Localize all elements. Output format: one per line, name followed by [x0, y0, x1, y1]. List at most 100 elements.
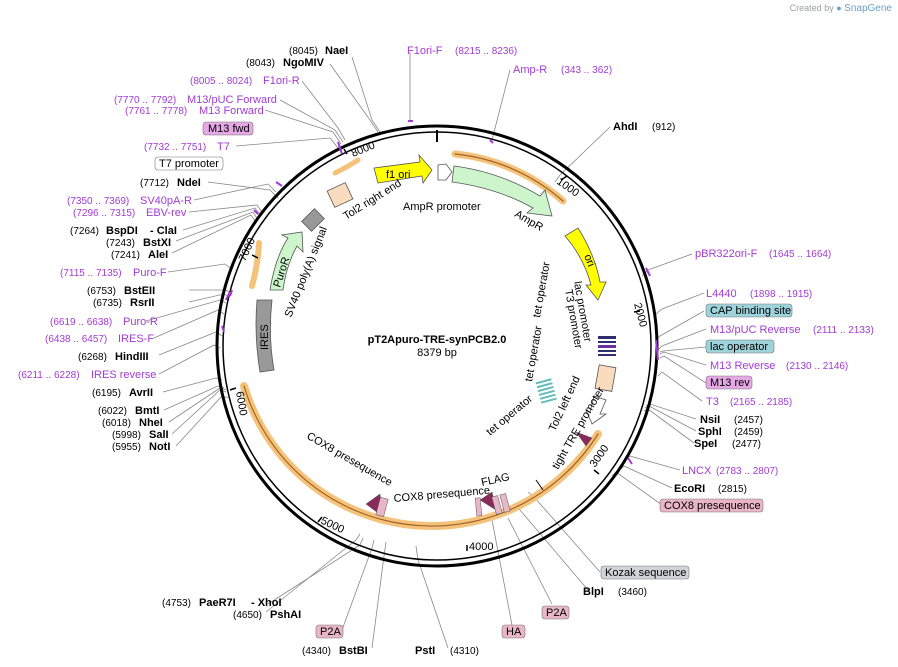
snapgene-credit: Created by ● SnapGene — [790, 3, 892, 14]
naei-pos: (8045) — [289, 46, 318, 57]
ndei-pos: (7712) — [140, 178, 169, 189]
spei-name: SpeI — [694, 438, 717, 450]
sv40pa-r-pos: (7350 .. 7369) — [67, 196, 129, 207]
cap-binding-label: CAP binding site — [710, 305, 791, 317]
flag-marker — [499, 493, 511, 513]
f1ori-f-pos: (8215 .. 8236) — [455, 46, 517, 57]
ha-box-label: HA — [506, 626, 522, 638]
snapgene-logo-icon: ● — [836, 3, 842, 13]
m13-fwd-box — [202, 121, 254, 136]
bmti-pos: (6022) — [98, 406, 127, 417]
naei-name: NaeI — [325, 45, 348, 57]
ndei-name: NdeI — [177, 177, 201, 189]
ha-box — [501, 624, 526, 639]
cap-binding-box — [705, 303, 793, 318]
t3-pos: (2165 .. 2185) — [730, 397, 792, 408]
pbr322ori-f-pos: (1645 .. 1664) — [769, 249, 831, 260]
t7-pos: (7732 .. 7751) — [144, 142, 206, 153]
clai-name: - ClaI — [150, 225, 177, 237]
kozak-sequence-label: Kozak sequence — [605, 567, 686, 579]
tick-2000: 2000 — [631, 302, 649, 329]
m13puc-fwd-name: M13/pUC Forward — [187, 94, 277, 106]
ires-f-pos: (6438 .. 6457) — [45, 334, 107, 345]
bspdi-pos: (7264) — [70, 226, 99, 237]
blpi-pos: (3460) — [618, 587, 647, 598]
bmti-name: BmtI — [135, 405, 159, 417]
ngomiv-pos: (8043) — [246, 58, 275, 69]
puror-arrow — [269, 231, 304, 291]
ires-reverse-pos: (6211 .. 6228) — [18, 370, 80, 381]
rsrii-pos: (6735) — [93, 298, 122, 309]
ori-arrow — [564, 227, 607, 301]
avrii-pos: (6195) — [92, 388, 121, 399]
rsrii-name: RsrII — [130, 297, 154, 309]
tet-operator-label-3: tet operator — [484, 393, 535, 439]
ebv-rev-pos: (7296 .. 7315) — [73, 208, 135, 219]
psti-name: PstI — [415, 645, 435, 657]
ebv-rev-name: EBV-rev — [146, 207, 187, 219]
paer7i-name: PaeR7I — [199, 597, 236, 609]
m13-rev-box-label: M13 rev — [710, 377, 750, 389]
noti-pos: (5955) — [112, 442, 141, 453]
plasmid-size: 8379 bp — [417, 347, 457, 359]
psti-pos: (4310) — [450, 646, 479, 657]
t7-name: T7 — [217, 141, 230, 153]
puro-r-pos: (6619 .. 6638) — [50, 317, 112, 328]
sali-name: SalI — [149, 429, 169, 441]
kozak-sequence-box — [600, 565, 690, 580]
avrii-name: AvrII — [129, 387, 153, 399]
f1ori-r-name: F1ori-R — [263, 75, 300, 87]
p2a-box-b — [315, 624, 344, 639]
amp-r-pos: (343 .. 362) — [561, 65, 612, 76]
m13puc-rev-name: M13/pUC Reverse — [710, 324, 800, 336]
tet-operator-label-2: tet operator — [523, 325, 545, 383]
puror-orf-arc — [249, 240, 262, 289]
xhoi-name: - XhoI — [251, 597, 282, 609]
nsii-pos: (2457) — [734, 415, 763, 426]
m13-fwd-pos: (7761 .. 7778) — [125, 106, 187, 117]
ecori-pos: (2815) — [718, 484, 747, 495]
sphi-name: SphI — [698, 426, 722, 438]
t7-promoter-box-label: T7 promoter — [159, 158, 219, 170]
tick-6000: 6000 — [233, 390, 249, 416]
m13-fwd-box-label: M13 fwd — [208, 123, 250, 135]
paer7i-pos: (4753) — [162, 598, 191, 609]
cox8-presequence-box — [659, 498, 764, 513]
tol2-right-box — [326, 182, 354, 208]
ires-f-name: IRES-F — [118, 333, 154, 345]
orf-arcs — [240, 150, 602, 531]
tick-4000: 4000 — [469, 541, 493, 553]
pshai-pos: (4650) — [233, 610, 262, 621]
lncx-pos: (2783 .. 2807) — [716, 466, 778, 477]
bspdi-name: BspDI — [106, 225, 138, 237]
ampr-arrow — [451, 165, 553, 217]
ampr-promoter-arrow — [437, 163, 453, 181]
p2a-box-a-label: P2A — [546, 607, 567, 619]
sv40pa-r-name: SV40pA-R — [140, 195, 192, 207]
m13puc-rev-pos: (2111 .. 2133) — [813, 325, 874, 336]
m13-rev-name: M13 Reverse — [710, 360, 775, 372]
m13puc-fwd-pos: (7770 .. 7792) — [114, 95, 176, 106]
ires-reverse-name: IRES reverse — [91, 369, 156, 381]
lac-operator-box — [705, 339, 775, 354]
bstbi-name: BstBI — [339, 645, 368, 657]
f1-ori-arrow — [373, 153, 433, 185]
t3-name: T3 — [706, 396, 719, 408]
nhei-pos: (6018) — [102, 418, 131, 429]
kozak-marker — [575, 431, 593, 447]
bstxi-name: BstXI — [143, 237, 171, 249]
f1ori-f-name: F1ori-F — [407, 45, 443, 57]
main-orf-arc — [240, 382, 602, 531]
l4440-pos: (1898 .. 1915) — [750, 289, 812, 300]
m13-rev-box — [705, 375, 753, 390]
sphi-pos: (2459) — [734, 427, 763, 438]
ori-label: ori — [581, 253, 597, 269]
nhei-name: NheI — [139, 417, 163, 429]
p2a-marker-b — [474, 497, 483, 517]
nsii-name: NsiI — [700, 414, 720, 426]
bstbi-pos: (4340) — [302, 646, 331, 657]
tet-operator-stripes — [535, 378, 557, 404]
tol2-left-box — [594, 364, 617, 392]
